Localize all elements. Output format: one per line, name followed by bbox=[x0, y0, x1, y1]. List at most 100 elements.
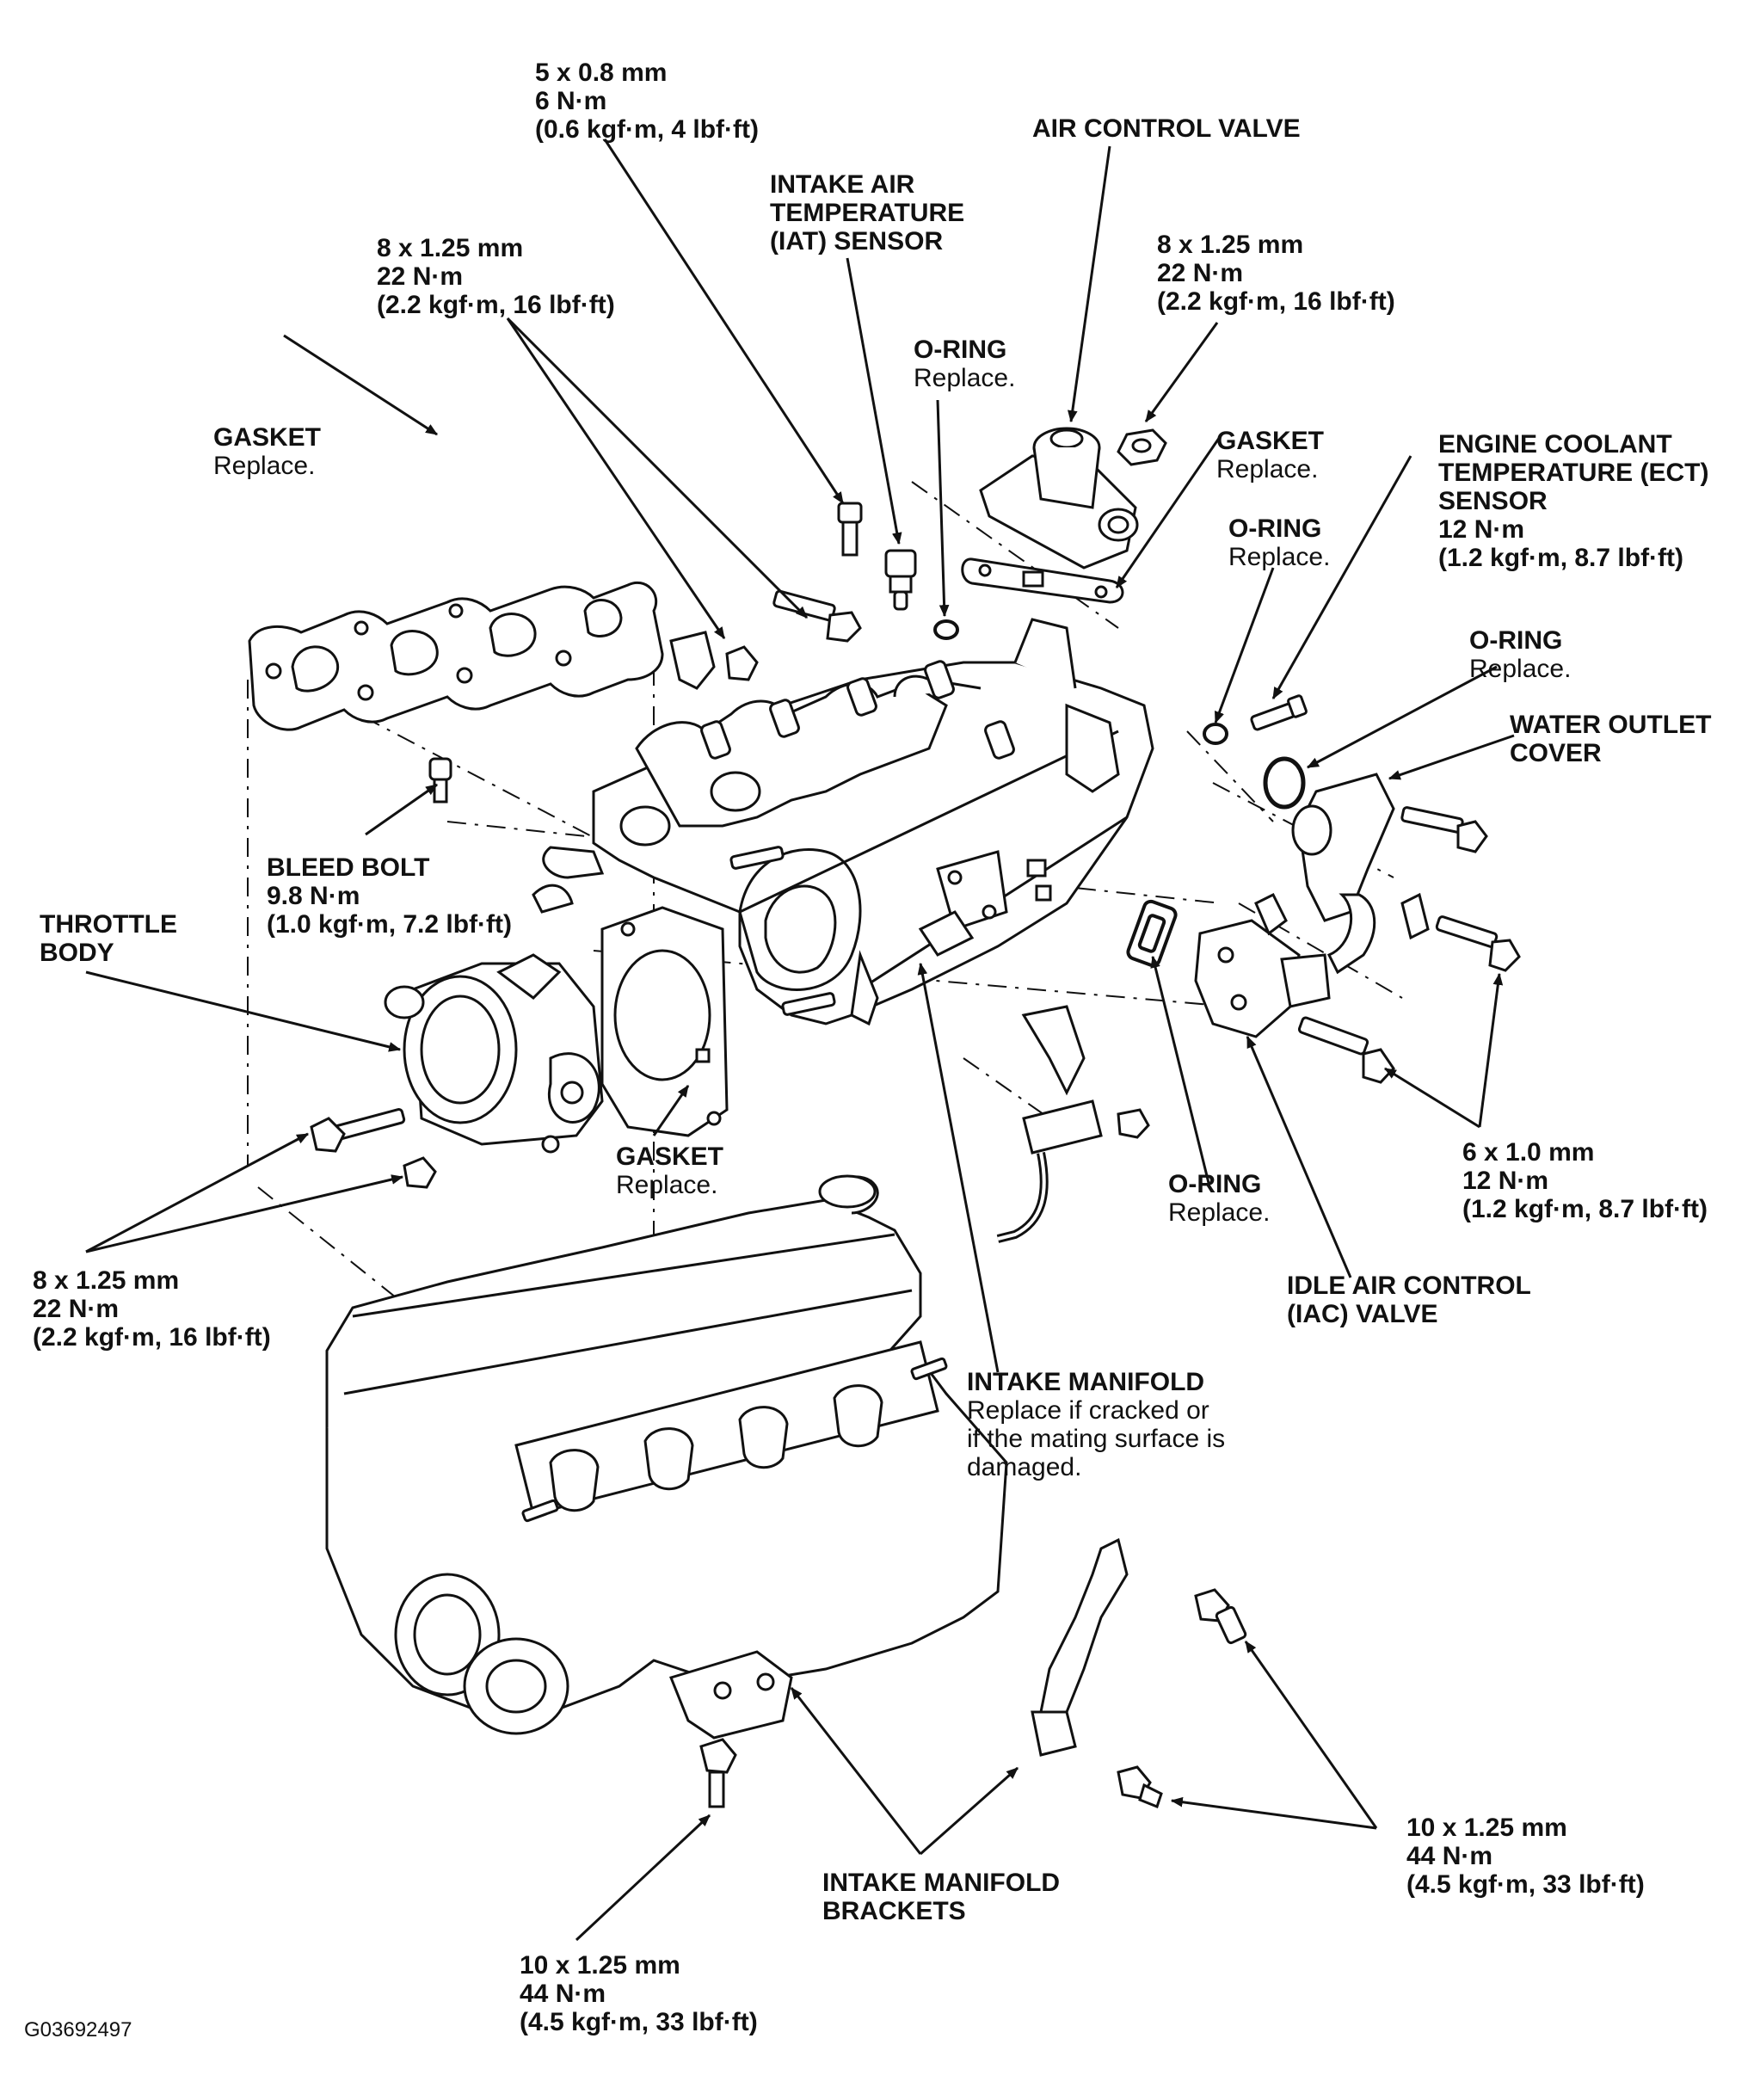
label-intake-manifold: INTAKE MANIFOLD Replace if cracked or if… bbox=[967, 1368, 1225, 1481]
water-o-ring bbox=[1263, 756, 1306, 810]
label-bolt-10x125-right: 10 x 1.25 mm 44 N·m (4.5 kgf·m, 33 lbf·f… bbox=[1406, 1814, 1645, 1899]
label-line: damaged. bbox=[967, 1453, 1082, 1481]
label-line: (0.6 kgf·m, 4 lbf·ft) bbox=[535, 115, 759, 144]
label-o-ring-ect: O-RING Replace. bbox=[1228, 514, 1330, 571]
label-o-ring-iac: O-RING Replace. bbox=[1168, 1170, 1270, 1227]
label-line: 5 x 0.8 mm bbox=[535, 59, 668, 87]
label-line: (2.2 kgf·m, 16 lbf·ft) bbox=[33, 1323, 271, 1352]
label-o-ring-water: O-RING Replace. bbox=[1469, 626, 1571, 683]
label-gasket-manifold: GASKET Replace. bbox=[213, 423, 321, 480]
label-throttle-body: THROTTLE BODY bbox=[40, 910, 177, 967]
iac-o-ring bbox=[1126, 899, 1178, 968]
label-line: (IAT) SENSOR bbox=[770, 227, 944, 256]
label-line: 6 N·m bbox=[535, 87, 607, 115]
ect-sensor bbox=[1250, 694, 1308, 731]
label-line: INTAKE MANIFOLD bbox=[967, 1368, 1205, 1396]
label-line: Replace. bbox=[1168, 1198, 1271, 1227]
intake-manifold bbox=[532, 618, 1154, 1026]
manifold-bolts bbox=[669, 589, 862, 690]
label-line: Replace. bbox=[1228, 543, 1331, 571]
label-line: (1.0 kgf·m, 7.2 lbf·ft) bbox=[267, 910, 513, 939]
label-line: 44 N·m bbox=[1406, 1842, 1493, 1870]
label-line: IDLE AIR CONTROL bbox=[1287, 1272, 1531, 1300]
label-bolt-6x10: 6 x 1.0 mm 12 N·m (1.2 kgf·m, 8.7 lbf·ft… bbox=[1462, 1138, 1708, 1223]
label-bolt-10x125-bottom: 10 x 1.25 mm 44 N·m (4.5 kgf·m, 33 lbf·f… bbox=[520, 1951, 758, 2036]
label-gasket-acv: GASKET Replace. bbox=[1216, 427, 1324, 483]
label-line: (2.2 kgf·m, 16 lbf·ft) bbox=[377, 291, 615, 319]
label-line: 9.8 N·m bbox=[267, 882, 360, 910]
label-line: BLEED BOLT bbox=[267, 853, 430, 882]
label-line: O-RING bbox=[914, 336, 1007, 364]
engine-block bbox=[325, 1174, 1008, 1740]
label-bolt-5x08: 5 x 0.8 mm 6 N·m (0.6 kgf·m, 4 lbf·ft) bbox=[535, 59, 759, 144]
label-line: O-RING bbox=[1168, 1170, 1262, 1198]
label-line: BRACKETS bbox=[822, 1897, 966, 1925]
leader-lines bbox=[85, 139, 1515, 1942]
label-line: TEMPERATURE (ECT) bbox=[1438, 459, 1709, 487]
manifold-gasket bbox=[248, 581, 664, 731]
label-line: (1.2 kgf·m, 8.7 lbf·ft) bbox=[1462, 1195, 1708, 1223]
label-line: 12 N·m bbox=[1462, 1167, 1549, 1195]
label-bleed-bolt: BLEED BOLT 9.8 N·m (1.0 kgf·m, 7.2 lbf·f… bbox=[267, 853, 512, 939]
label-gasket-throttle: GASKET Replace. bbox=[616, 1142, 723, 1199]
coolant-pipe-bracket bbox=[996, 1005, 1150, 1243]
label-line: ENGINE COOLANT bbox=[1438, 430, 1672, 459]
acv-nut bbox=[1117, 428, 1167, 466]
label-line: Replace if cracked or bbox=[967, 1396, 1209, 1425]
label-line: 10 x 1.25 mm bbox=[520, 1951, 680, 1980]
acv-gasket bbox=[961, 557, 1124, 604]
label-line: THROTTLE bbox=[40, 910, 177, 939]
label-line: Replace. bbox=[914, 364, 1016, 392]
label-line: 8 x 1.25 mm bbox=[33, 1266, 180, 1295]
water-outlet-cover bbox=[1291, 773, 1430, 975]
label-line: Replace. bbox=[213, 452, 316, 480]
label-line: 22 N·m bbox=[377, 262, 464, 291]
label-line: 22 N·m bbox=[33, 1295, 120, 1323]
label-line: (4.5 kgf·m, 33 lbf·ft) bbox=[520, 2008, 758, 2036]
small-bolt-5x08 bbox=[837, 502, 863, 557]
label-line: GASKET bbox=[1216, 427, 1325, 455]
throttle-body bbox=[384, 953, 604, 1154]
water-outlet-bolts bbox=[1400, 806, 1521, 972]
iat-sensor bbox=[884, 549, 917, 611]
label-line: 22 N·m bbox=[1157, 259, 1244, 287]
label-line: 12 N·m bbox=[1438, 515, 1525, 544]
label-line: GASKET bbox=[616, 1142, 724, 1171]
bleed-bolt bbox=[428, 757, 452, 804]
label-line: INTAKE MANIFOLD bbox=[822, 1869, 1061, 1897]
label-line: COVER bbox=[1510, 739, 1602, 767]
label-line: 8 x 1.25 mm bbox=[377, 234, 524, 262]
label-ect-sensor: ENGINE COOLANT TEMPERATURE (ECT) SENSOR … bbox=[1438, 430, 1708, 572]
label-line: BODY bbox=[40, 939, 114, 967]
label-line: WATER OUTLET bbox=[1510, 711, 1712, 739]
iac-bolt bbox=[1297, 1016, 1395, 1084]
label-line: O-RING bbox=[1228, 514, 1322, 543]
label-line: 6 x 1.0 mm bbox=[1462, 1138, 1595, 1167]
label-bolt-8x125-right: 8 x 1.25 mm 22 N·m (2.2 kgf·m, 16 lbf·ft… bbox=[1157, 231, 1395, 316]
air-control-valve bbox=[979, 427, 1139, 570]
rear-bracket bbox=[1031, 1537, 1129, 1757]
label-line: (IAC) VALVE bbox=[1287, 1300, 1438, 1328]
label-line: (4.5 kgf·m, 33 lbf·ft) bbox=[1406, 1870, 1645, 1899]
label-iat-sensor: INTAKE AIR TEMPERATURE (IAT) SENSOR bbox=[770, 170, 964, 256]
label-line: Replace. bbox=[616, 1171, 718, 1199]
ect-o-ring bbox=[1203, 723, 1228, 745]
label-bolt-8x125-top: 8 x 1.25 mm 22 N·m (2.2 kgf·m, 16 lbf·ft… bbox=[377, 234, 615, 319]
label-line: INTAKE AIR bbox=[770, 170, 915, 199]
iat-o-ring bbox=[933, 619, 959, 640]
label-line: Replace. bbox=[1216, 455, 1319, 483]
label-iac-valve: IDLE AIR CONTROL (IAC) VALVE bbox=[1287, 1272, 1531, 1328]
label-air-control-valve: AIR CONTROL VALVE bbox=[1032, 114, 1301, 143]
label-line: (1.2 kgf·m, 8.7 lbf·ft) bbox=[1438, 544, 1684, 572]
label-line: 10 x 1.25 mm bbox=[1406, 1814, 1567, 1842]
label-line: Replace. bbox=[1469, 655, 1572, 683]
throttle-bolt bbox=[310, 1108, 437, 1189]
label-line: O-RING bbox=[1469, 626, 1563, 655]
throttle-gasket bbox=[600, 906, 729, 1137]
label-line: SENSOR bbox=[1438, 487, 1548, 515]
label-line: AIR CONTROL VALVE bbox=[1032, 114, 1301, 143]
label-bolt-8x125-left: 8 x 1.25 mm 22 N·m (2.2 kgf·m, 16 lbf·ft… bbox=[33, 1266, 271, 1352]
label-line: if the mating surface is bbox=[967, 1425, 1226, 1453]
label-line: TEMPERATURE bbox=[770, 199, 965, 227]
